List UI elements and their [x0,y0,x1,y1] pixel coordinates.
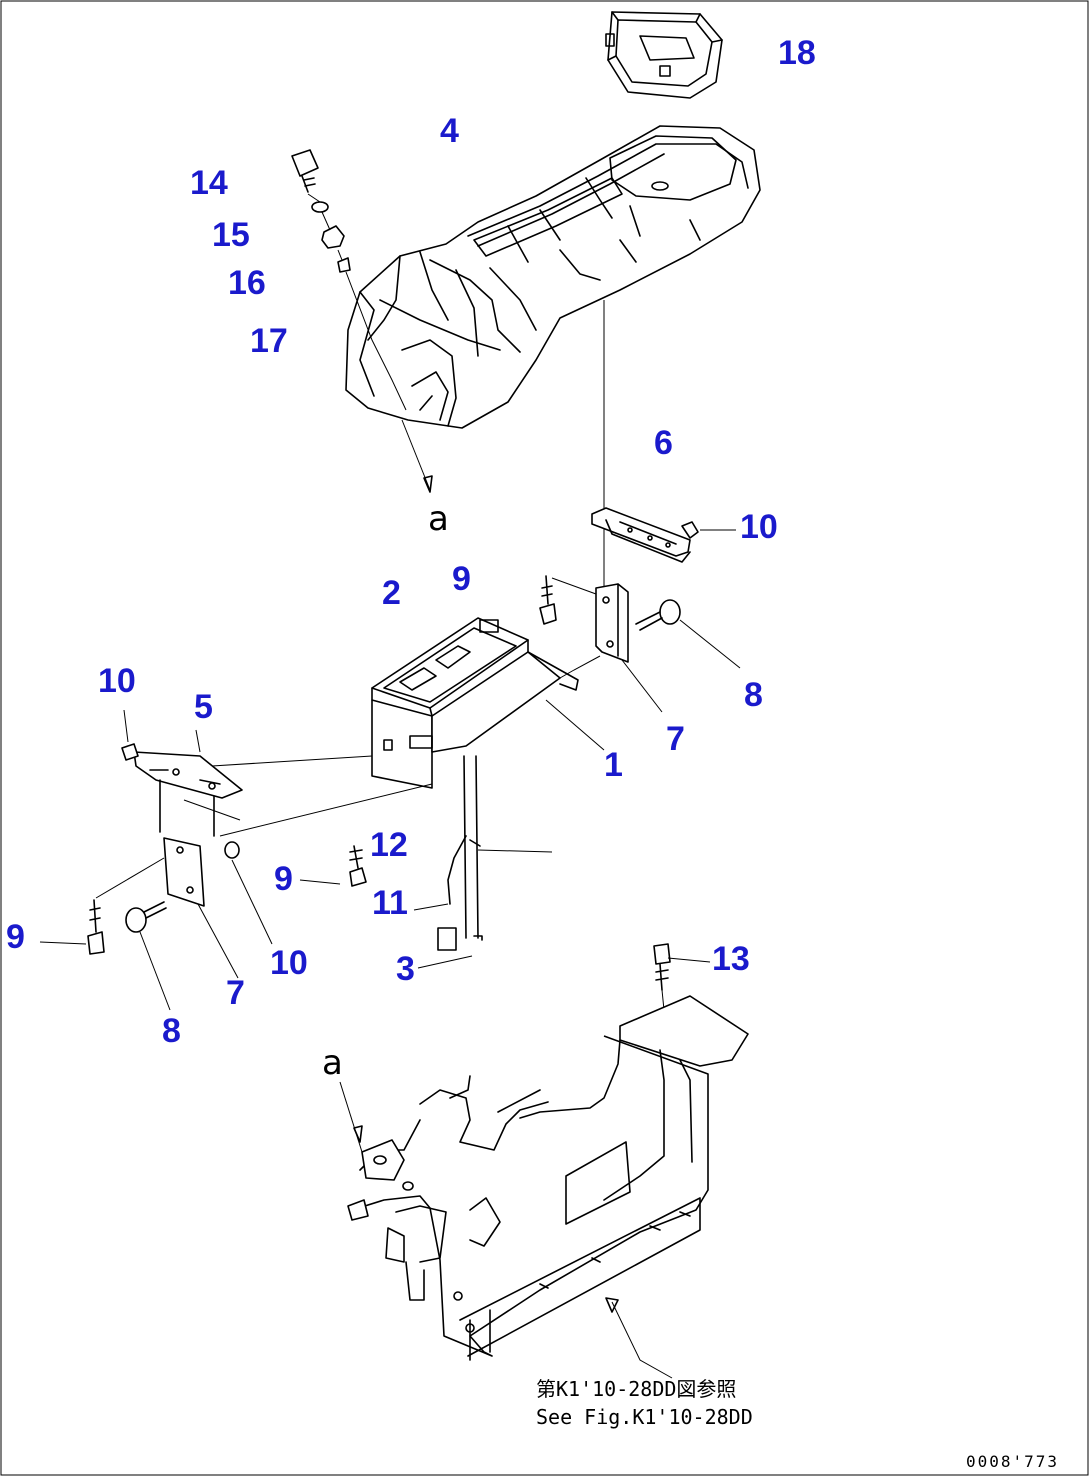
callout-1: 1 [604,746,623,784]
part-6-bracket [591,507,691,563]
part-10-clip-upper [681,521,699,539]
part-13-bolt [653,943,671,991]
callout-13: 13 [712,940,750,978]
callout-7-right: 7 [666,720,685,758]
callout-16: 16 [228,264,266,302]
callout-18: 18 [778,34,816,72]
part-7-bracket-left [163,837,205,907]
callout-2: 2 [382,574,401,612]
part-16-nut [321,225,345,249]
reference-note-en: See Fig.K1'10-28DD [536,1405,753,1429]
part-5-bracket [133,751,243,837]
reference-note-jp: 第K1'10-28DD図参照 [536,1377,737,1401]
callout-12: 12 [370,826,408,864]
part-4-console-cover [345,125,761,429]
ref-letter-a-bottom: a [322,1043,343,1083]
callout-6: 6 [654,424,673,462]
callout-3: 3 [396,950,415,988]
callout-7-left: 7 [226,974,245,1012]
drawing-code: 0008'773 [966,1452,1060,1471]
part-9-bolt-upper [539,575,557,625]
part-9-bolt-left [87,899,105,955]
callout-14: 14 [190,164,228,202]
ref-letter-a-top: a [428,499,449,539]
callout-9-upper: 9 [452,560,471,598]
callout-4: 4 [440,112,459,150]
callout-5: 5 [194,688,213,726]
callout-8-left: 8 [162,1012,181,1050]
callout-10-upper: 10 [740,508,778,546]
part-18-cup-holder [605,11,723,99]
callout-9-left: 9 [6,918,25,956]
callout-9-middle: 9 [274,860,293,898]
console-base-frame [347,995,749,1361]
callout-17: 17 [250,322,288,360]
part-14-knob [291,149,319,193]
callout-11: 11 [372,884,408,922]
callout-15: 15 [212,216,250,254]
callout-10-left: 10 [98,662,136,700]
part-10-clip-lower [224,841,240,859]
part-7-bracket-right [595,583,629,663]
callout-8-right: 8 [744,676,763,714]
part-1-bracket [371,639,579,789]
part-8-bolt-right [635,599,681,631]
part-10-clip-left [121,743,139,761]
part-8-bolt-left [125,901,167,933]
callout-10-lower: 10 [270,944,308,982]
part-9-bolt-middle [349,845,367,887]
part-3-harness [437,755,483,951]
part-17-pin [337,257,351,273]
part-15-washer [311,201,329,213]
